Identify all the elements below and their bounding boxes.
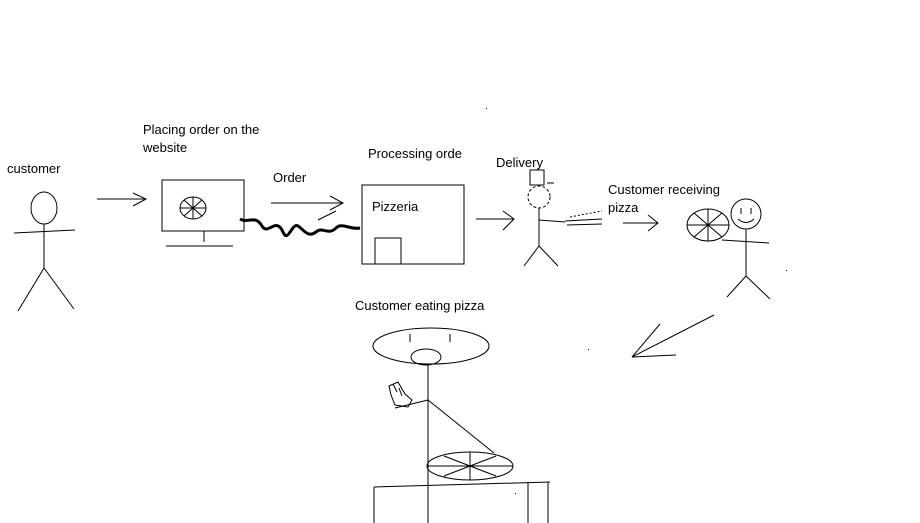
customer-figure <box>14 192 75 311</box>
order-wire <box>240 219 360 236</box>
receiving-customer <box>687 199 770 299</box>
arrow-pizzeria-to-delivery <box>476 211 514 230</box>
pizza-on-table-icon <box>427 452 513 480</box>
pizzeria-label: Pizzeria <box>372 199 419 214</box>
delivery-person <box>524 170 602 266</box>
computer-monitor <box>162 180 244 246</box>
delivery-label: Delivery <box>496 155 543 170</box>
customer-receiving-label-line2: pizza <box>608 200 639 215</box>
placing-order-label-line1: Placing order on the <box>143 122 260 137</box>
customer-eating-label: Customer eating pizza <box>355 298 485 313</box>
pizzeria-building <box>362 185 464 264</box>
arrow-customer-to-computer <box>97 193 146 206</box>
customer-label: customer <box>7 161 61 176</box>
order-label: Order <box>273 170 307 185</box>
received-pizza-icon <box>687 209 729 241</box>
arrow-delivery-to-receiving <box>623 215 658 231</box>
table <box>374 482 550 523</box>
placing-order-label-line2: website <box>143 140 188 155</box>
customer-receiving-label-line1: Customer receiving <box>608 182 720 197</box>
stray-marks <box>486 108 787 494</box>
arrow-to-eating <box>632 315 714 357</box>
arrow-order <box>271 196 343 220</box>
hand-icon <box>389 382 412 407</box>
eating-scene <box>373 328 550 523</box>
processing-order-label: Processing orde <box>368 146 462 161</box>
pizza-on-screen-icon <box>180 197 206 219</box>
